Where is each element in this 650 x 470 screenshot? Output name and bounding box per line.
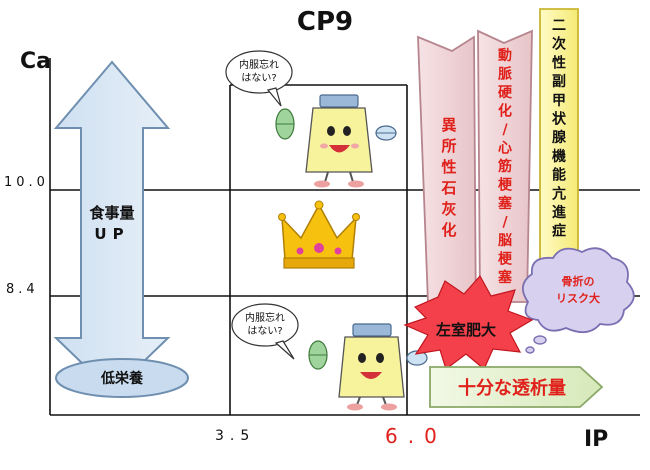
vertical-label-text: 二次性副甲状腺機能亢進症 <box>552 18 567 240</box>
adequate-dialysis-label: 十分な透析量 <box>458 377 566 399</box>
x-tick-6: 6.0 <box>385 424 447 448</box>
food-intake-up: UP <box>94 225 129 243</box>
mascot-bottom-icon <box>308 323 428 411</box>
speech-bubble-top: 内服忘れ はない? <box>225 50 293 107</box>
diagram-title: CP9 <box>297 7 353 37</box>
lv-hypertrophy-label: 左室肥大 <box>435 321 496 339</box>
speech-top-line1: 内服忘れ <box>239 58 279 71</box>
malnutrition-ellipse <box>55 358 189 398</box>
speech-bottom-line1: 内服忘れ <box>245 311 285 324</box>
y-axis-label: Ca <box>20 49 51 74</box>
adequate-dialysis-arrow: 十分な透析量 <box>429 366 604 408</box>
arteriosclerosis-arrow <box>477 29 533 303</box>
speech-bubble-bottom: 内服忘れ はない? <box>231 303 299 360</box>
fracture-risk-cloud: 骨折の リスク大 <box>522 247 635 354</box>
lv-hypertrophy-burst: 左室肥大 <box>403 274 534 370</box>
food-intake-arrow: 食事量 UP 低栄養 <box>53 60 189 398</box>
vertical-label-text: 異所性石灰化 <box>440 116 456 239</box>
x-axis-label: IP <box>584 427 608 452</box>
speech-bottom-line2: はない? <box>247 325 282 337</box>
malnutrition-label: 低栄養 <box>100 370 143 387</box>
ectopic-calcification-arrow <box>417 35 477 331</box>
x-tick-3-5: 3.5 <box>215 428 255 444</box>
food-intake-label: 食事量 <box>89 204 134 222</box>
vertical-label-hyperparathyroidism: 二次性副甲状腺機能亢進症 <box>552 18 567 240</box>
y-tick-8-4: 8.4 <box>6 282 39 297</box>
vertical-label-arteriosclerosis: 動脈硬化/心筋梗塞/脳梗塞 <box>498 47 513 286</box>
speech-top-line2: はない? <box>241 72 276 84</box>
fracture-risk-line1: 骨折の <box>562 274 595 288</box>
crown-icon <box>278 200 360 269</box>
vertical-label-ectopic: 異所性石灰化 <box>440 116 456 239</box>
y-tick-10: 10.0 <box>4 175 49 190</box>
vertical-label-text: 動脈硬化/心筋梗塞/脳梗塞 <box>498 47 513 286</box>
mascot-top-icon <box>275 94 397 188</box>
fracture-risk-line2: リスク大 <box>556 291 600 305</box>
